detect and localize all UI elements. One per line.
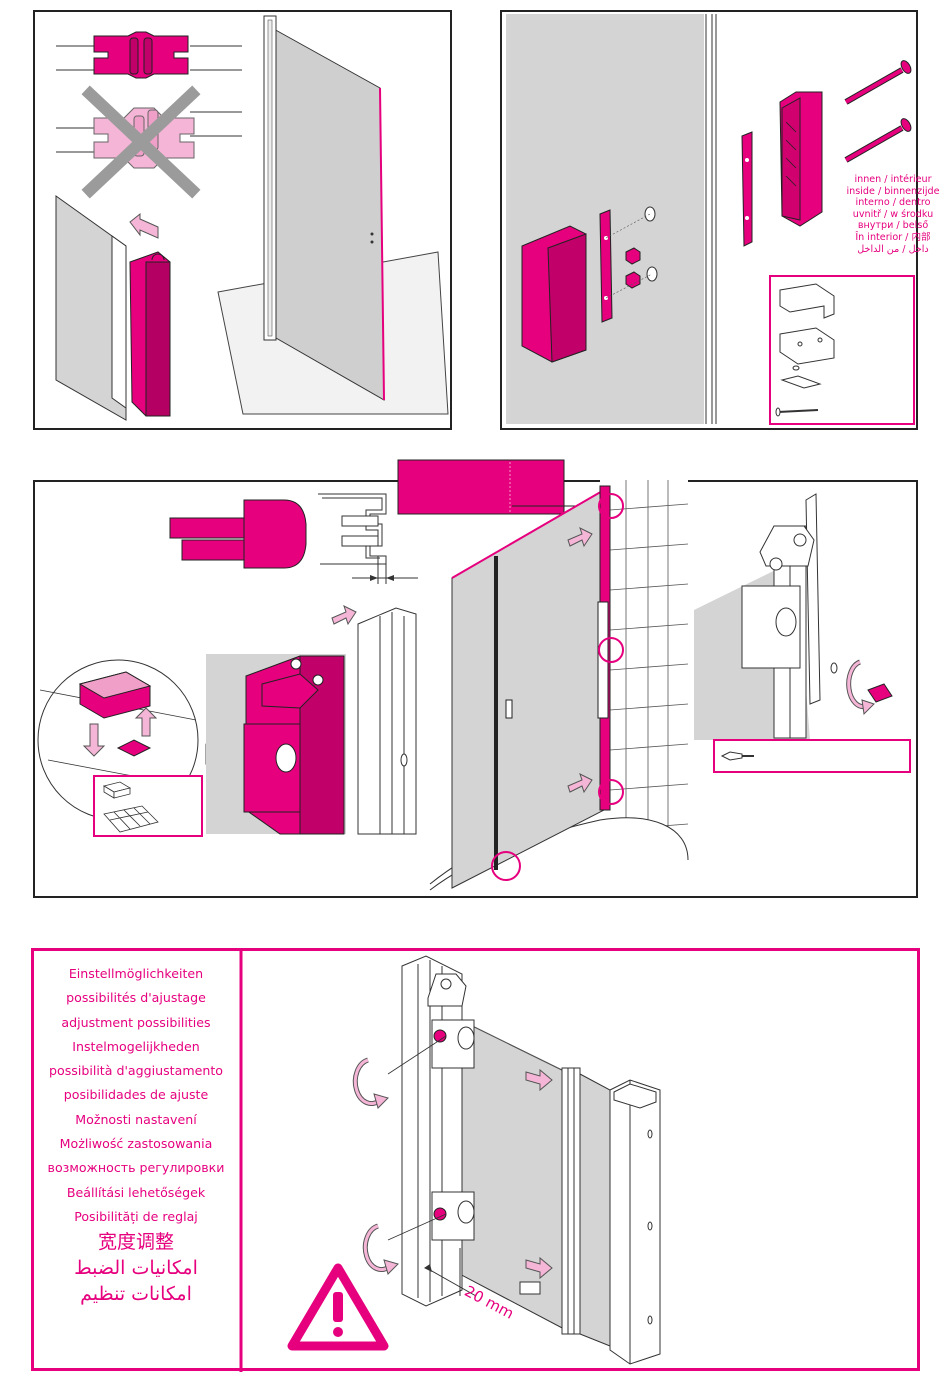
panel-hinge-orientation	[33, 10, 452, 430]
adjust-label: Instelmogelijkheden	[72, 1038, 200, 1054]
inside-label: interno / dentro	[855, 197, 931, 209]
adjust-label: possibilità d'aggiustamento	[49, 1063, 223, 1079]
adjust-label: Einstellmöglichkeiten	[68, 966, 204, 981]
adjust-label: posibilidades de ajuste	[63, 1087, 209, 1103]
adjust-label: Możliwość zastosowania	[59, 1136, 213, 1152]
inside-labels: innen / intérieur inside / binnenzijde i…	[838, 174, 948, 255]
adjust-label: 宽度调整	[97, 1231, 174, 1254]
inside-label: داخل / من الداخل	[857, 243, 929, 255]
inside-label: innen / intérieur	[854, 174, 932, 185]
inside-label: внутри / belső	[857, 220, 929, 232]
adjust-label: Posibilități de reglaj	[74, 1208, 198, 1224]
inside-label: inside / binnenzijde	[846, 185, 940, 197]
inside-label: uvnitř / w środku	[852, 208, 934, 220]
adjust-label: возможность регулировки	[47, 1160, 225, 1176]
adjust-label: امكانات تنظيم	[80, 1283, 192, 1306]
panel-wall-mounting	[33, 480, 918, 898]
adjustment-labels: Einstellmöglichkeiten possibilités d'aju…	[34, 962, 238, 1307]
inside-label: În interior / 内部	[855, 231, 931, 243]
adjust-label: امكانيات الضبط	[74, 1257, 198, 1280]
adjust-label: adjustment possibilities	[61, 1014, 211, 1030]
adjust-label: possibilités d'ajustage	[66, 990, 206, 1006]
adjust-label: Možnosti nastavení	[75, 1111, 197, 1127]
adjust-label: Beállítási lehetőségek	[66, 1184, 206, 1200]
